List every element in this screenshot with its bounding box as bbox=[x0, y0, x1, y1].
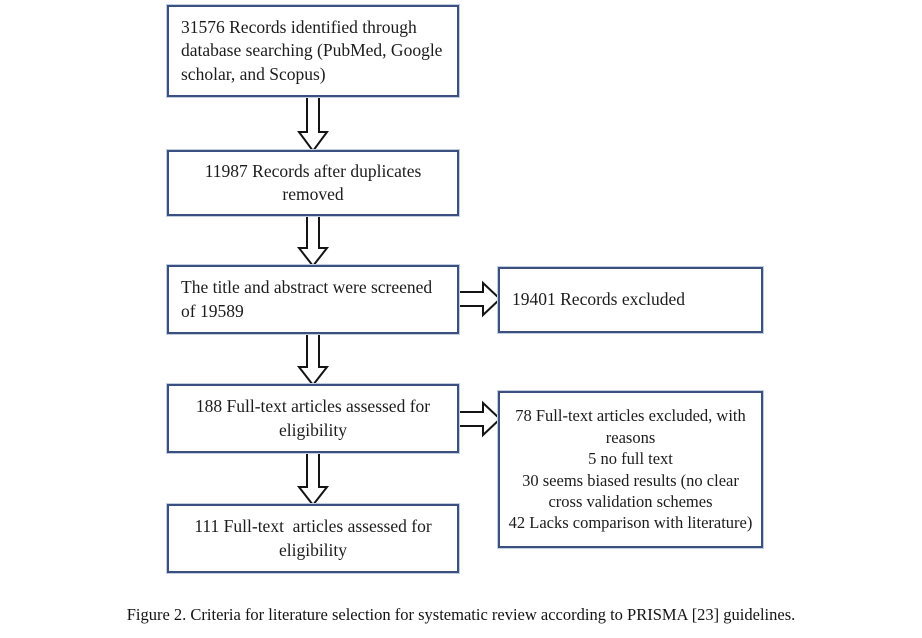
flow-box-final-articles-included-label: 111 Full-text articles assessed for elig… bbox=[194, 516, 437, 560]
flow-box-records-after-duplicates-removed: 11987 Records after duplicates removed bbox=[166, 149, 460, 217]
flow-box-fulltext-excluded-with-reasons: 78 Full-text articles excluded, with rea… bbox=[497, 390, 764, 549]
figure-caption: Figure 2. Criteria for literature select… bbox=[126, 605, 796, 624]
flow-box-records-excluded-label: 19401 Records excluded bbox=[512, 289, 686, 310]
down-arrow-icon-duplicates-to-screened bbox=[296, 213, 330, 268]
right-arrow-icon-assessed-to-reasons bbox=[456, 400, 502, 438]
flow-box-fulltext-assessed-eligibility: 188 Full-text articles assessed for elig… bbox=[166, 383, 460, 454]
flow-box-records-excluded: 19401 Records excluded bbox=[497, 266, 764, 334]
flow-box-records-identified-label: 31576 Records identified through databas… bbox=[181, 17, 447, 84]
flow-box-fulltext-excluded-with-reasons-label: 78 Full-text articles excluded, with rea… bbox=[508, 406, 753, 533]
down-arrow-icon-assessed-to-final bbox=[296, 450, 330, 507]
flow-box-title-abstract-screened-label: The title and abstract were screened of … bbox=[181, 277, 437, 321]
right-arrow-icon-screened-to-excluded bbox=[456, 280, 502, 318]
flow-box-title-abstract-screened: The title and abstract were screened of … bbox=[166, 264, 460, 335]
flow-box-records-identified: 31576 Records identified through databas… bbox=[166, 4, 460, 98]
down-arrow-icon-identified-to-duplicates bbox=[297, 94, 329, 153]
down-arrow-icon-screened-to-assessed bbox=[296, 331, 330, 387]
flow-box-fulltext-assessed-eligibility-label: 188 Full-text articles assessed for elig… bbox=[195, 396, 435, 440]
flow-box-records-after-duplicates-removed-label: 11987 Records after duplicates removed bbox=[204, 160, 426, 204]
flow-box-final-articles-included: 111 Full-text articles assessed for elig… bbox=[166, 503, 460, 574]
